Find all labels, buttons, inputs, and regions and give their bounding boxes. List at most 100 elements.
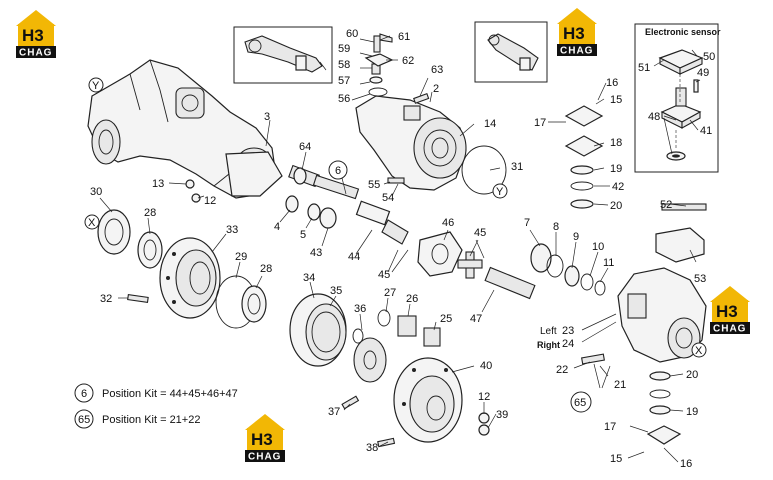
callout-28a: 28 bbox=[144, 207, 156, 219]
marker-y-left: Y bbox=[88, 77, 104, 93]
needle-bearing-25 bbox=[423, 327, 441, 347]
callout-54: 54 bbox=[382, 192, 394, 204]
callout-14: 14 bbox=[484, 118, 496, 130]
bolts bbox=[127, 93, 707, 448]
callout-53: 53 bbox=[694, 273, 706, 285]
callout-26: 26 bbox=[406, 293, 418, 305]
steering-arm bbox=[655, 227, 705, 263]
callout-12b: 12 bbox=[478, 391, 490, 403]
callout-49: 49 bbox=[697, 67, 709, 79]
callout-40: 40 bbox=[480, 360, 492, 372]
svg-text:H3: H3 bbox=[716, 302, 738, 321]
brand-logo-bottom: H3 CHAG bbox=[245, 414, 285, 463]
callout-45a: 45 bbox=[474, 227, 486, 239]
steering-knuckle bbox=[355, 95, 467, 191]
callout-20b: 20 bbox=[686, 369, 698, 381]
callout-43: 43 bbox=[310, 247, 322, 259]
callout-7: 7 bbox=[524, 217, 530, 229]
callout-28b: 28 bbox=[260, 263, 272, 275]
callout-47: 47 bbox=[470, 313, 482, 325]
callout-55: 55 bbox=[368, 179, 380, 191]
callout-9: 9 bbox=[573, 231, 579, 243]
callout-25: 25 bbox=[440, 313, 452, 325]
ring-11 bbox=[594, 280, 606, 296]
callout-52: 52 bbox=[660, 199, 672, 211]
bearing-4 bbox=[285, 195, 299, 213]
svg-text:CHAG: CHAG bbox=[560, 46, 593, 57]
callout-33: 33 bbox=[226, 224, 238, 236]
ring-7 bbox=[530, 243, 552, 273]
callout-41: 41 bbox=[700, 125, 712, 137]
callout-34: 34 bbox=[303, 272, 315, 284]
ring-8 bbox=[546, 254, 564, 278]
callout-50: 50 bbox=[703, 51, 715, 63]
svg-text:Y: Y bbox=[92, 80, 100, 92]
brand-logo-topcenter: H3 CHAG bbox=[557, 8, 597, 57]
callout-22: 22 bbox=[556, 364, 568, 376]
callout-48: 48 bbox=[648, 111, 660, 123]
leader-lines bbox=[99, 35, 701, 463]
callout-46: 46 bbox=[442, 217, 454, 229]
callout-19a: 19 bbox=[610, 163, 622, 175]
label-left: Left bbox=[540, 326, 557, 337]
callout-65-circled: 65 bbox=[570, 391, 592, 413]
svg-text:6: 6 bbox=[335, 165, 341, 177]
electronic-sensor-box: Electronic sensor bbox=[634, 23, 721, 173]
callout-30: 30 bbox=[90, 186, 102, 198]
ring-36 bbox=[352, 328, 364, 344]
callout-44: 44 bbox=[348, 251, 360, 263]
right-cover-stack bbox=[564, 105, 682, 445]
callout-61: 61 bbox=[398, 31, 410, 43]
kit-legend-65: 65 Position Kit = 21+22 bbox=[74, 409, 200, 429]
brand-logo-topleft: H3 CHAG bbox=[16, 10, 56, 59]
svg-text:CHAG: CHAG bbox=[248, 452, 281, 463]
kit-6-text: Position Kit = 44+45+46+47 bbox=[102, 388, 238, 400]
callout-64: 64 bbox=[299, 141, 311, 153]
bearing-5 bbox=[307, 203, 321, 221]
callout-20a: 20 bbox=[610, 200, 622, 212]
svg-text:6: 6 bbox=[81, 388, 87, 400]
svg-text:Y: Y bbox=[496, 186, 504, 198]
planetary-carrier bbox=[393, 357, 463, 443]
callout-6-circled: 6 bbox=[328, 160, 348, 180]
callout-59: 59 bbox=[338, 43, 350, 55]
callout-10: 10 bbox=[592, 241, 604, 253]
ring-10 bbox=[580, 273, 594, 291]
callout-11: 11 bbox=[603, 257, 614, 269]
bearing-64 bbox=[293, 167, 307, 185]
callout-36: 36 bbox=[354, 303, 366, 315]
callout-15a: 15 bbox=[610, 94, 622, 106]
callout-31: 31 bbox=[511, 161, 523, 173]
kit-65-text: Position Kit = 21+22 bbox=[102, 414, 200, 426]
svg-text:X: X bbox=[695, 345, 703, 357]
callout-27: 27 bbox=[384, 287, 396, 299]
callout-39: 39 bbox=[496, 409, 508, 421]
callout-32: 32 bbox=[100, 293, 112, 305]
callout-42: 42 bbox=[612, 181, 624, 193]
callout-15b: 15 bbox=[610, 453, 622, 465]
cross-joint bbox=[417, 231, 483, 279]
callout-57: 57 bbox=[338, 75, 350, 87]
right-knuckle bbox=[617, 227, 707, 363]
svg-text:CHAG: CHAG bbox=[19, 48, 52, 59]
svg-text:CHAG: CHAG bbox=[713, 324, 746, 335]
wheel-hub-flange bbox=[159, 237, 221, 319]
ring-27 bbox=[377, 309, 391, 327]
marker-x-right: X bbox=[691, 342, 707, 358]
callout-16a: 16 bbox=[606, 77, 618, 89]
inset-axle-view-right bbox=[474, 21, 548, 83]
callout-51: 51 bbox=[638, 62, 650, 74]
callout-8: 8 bbox=[553, 221, 559, 233]
callout-18: 18 bbox=[610, 137, 622, 149]
svg-text:H3: H3 bbox=[22, 26, 44, 45]
callout-13: 13 bbox=[152, 178, 164, 190]
callout-23: 23 bbox=[562, 325, 574, 337]
seal-43 bbox=[319, 207, 337, 229]
callout-5: 5 bbox=[300, 229, 306, 241]
top-stack bbox=[364, 33, 394, 97]
marker-y-right: Y bbox=[492, 183, 508, 199]
bearing-28-right bbox=[241, 285, 267, 323]
seal-ring bbox=[461, 145, 507, 195]
callout-29: 29 bbox=[235, 251, 247, 263]
